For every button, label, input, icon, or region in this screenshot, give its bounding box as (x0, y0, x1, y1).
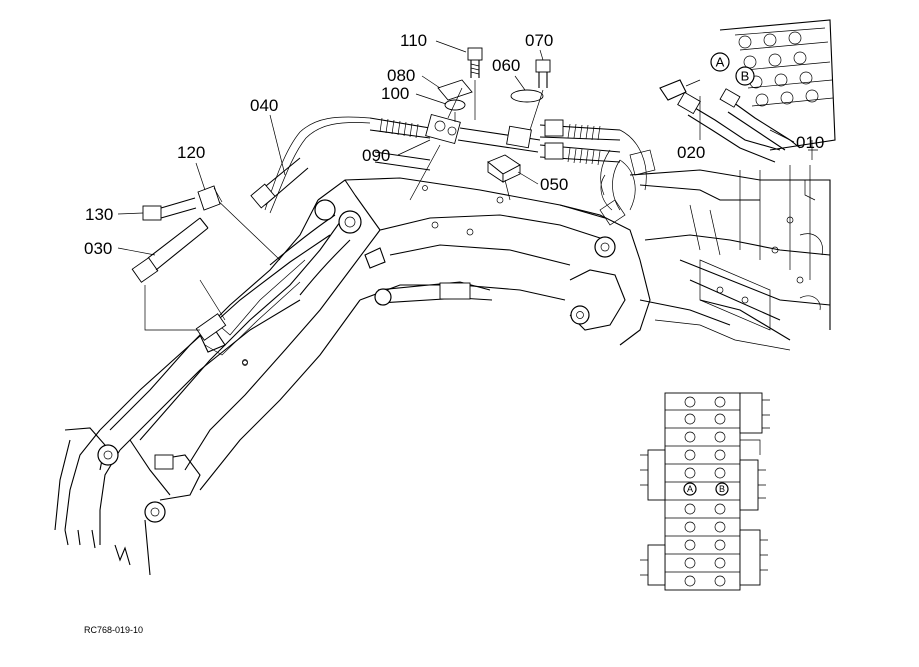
label-120: 120 (177, 143, 205, 162)
port-a-marker-valve (683, 482, 697, 496)
label-060: 060 (492, 56, 520, 75)
label-080: 080 (387, 66, 415, 85)
drawing-reference-code: RC768-019-10 (84, 625, 143, 635)
port-b-letter-valve: B (719, 484, 725, 494)
port-b-marker-valve (715, 482, 729, 496)
label-100: 100 (381, 84, 409, 103)
machine-frame (559, 149, 831, 351)
port-a-letter-valve: A (687, 484, 693, 494)
pipe-assembly (369, 47, 647, 211)
label-090: 090 (362, 146, 390, 165)
label-020: 020 (677, 143, 705, 162)
label-110: 110 (400, 31, 427, 50)
control-valve-top (719, 19, 836, 160)
port-markers: A B A B (683, 52, 755, 496)
label-010: 010 (796, 133, 824, 152)
callout-labels: 110 070 060 080 100 040 090 120 130 030 … (84, 31, 824, 258)
hose-routing (264, 116, 371, 214)
port-b-letter-top: B (741, 69, 750, 84)
label-070: 070 (525, 31, 553, 50)
label-030: 030 (84, 239, 112, 258)
label-040: 040 (250, 96, 278, 115)
port-b-marker-top (735, 66, 755, 86)
port-a-letter-top: A (716, 55, 725, 70)
port-a-marker-top (710, 52, 730, 72)
valve-bank-detail (640, 392, 770, 591)
boom-assembly (109, 177, 606, 491)
hoses-010-020 (659, 79, 801, 163)
small-components (131, 157, 309, 283)
label-130: 130 (85, 205, 113, 224)
arm-pipes (144, 194, 306, 356)
label-050: 050 (540, 175, 568, 194)
